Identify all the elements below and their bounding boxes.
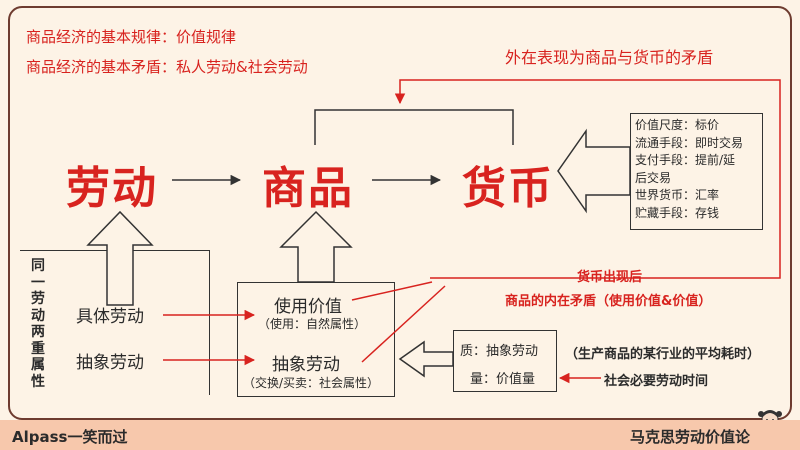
money-function-item: 世界货币：汇率 xyxy=(635,188,720,202)
value-quantity: 量：价值量 xyxy=(470,372,536,387)
vertical-char: 劳 xyxy=(31,291,45,307)
labor-title: 劳动 xyxy=(66,163,158,214)
commodity-title: 商品 xyxy=(262,163,354,214)
use-value-note: （使用：自然属性） xyxy=(258,317,367,331)
use-value-label: 使用价值 xyxy=(274,297,342,317)
commodity-factors-up-arrow xyxy=(279,210,353,283)
internal-contradiction-note: 商品的内在矛盾（使用价值&价值） xyxy=(505,294,712,309)
commodity-abstract-labor-label: 抽象劳动 xyxy=(272,355,340,375)
value-quality: 质：抽象劳动 xyxy=(460,344,539,359)
average-time-note: （生产商品的某行业的平均耗时） xyxy=(565,347,761,362)
abstract-labor-note: （交换/买卖：社会属性） xyxy=(243,376,380,390)
footer-bar: Alpass一笑而过 马克思劳动价值论 xyxy=(0,420,800,450)
money-function-item: 流通手段：即时交易 xyxy=(635,135,744,150)
money-function-item: 后交易 xyxy=(635,170,672,185)
footer-title: 马克思劳动价值论 xyxy=(630,428,751,446)
money-function-item: 价值尺度：标价 xyxy=(635,118,720,132)
value-law-line: 商品经济的基本规律：价值规律 xyxy=(26,28,237,46)
value-contradiction-line xyxy=(361,285,446,363)
abstract-labor-label: 抽象劳动 xyxy=(76,353,144,373)
dual-labor-up-arrow xyxy=(86,210,154,306)
dual-labor-vertical-label: 同 一 劳 动 两 重 属 性 xyxy=(28,258,48,390)
vertical-char: 动 xyxy=(31,307,45,324)
concrete-labor-label: 具体劳动 xyxy=(76,307,144,327)
vertical-char: 两 xyxy=(31,324,45,340)
value-box-left-arrow xyxy=(398,340,454,378)
functions-to-money-arrow xyxy=(557,128,631,214)
money-function-item: 贮藏手段：存钱 xyxy=(635,205,720,220)
vertical-char: 性 xyxy=(31,373,45,390)
vertical-char: 同 xyxy=(31,258,45,274)
diagram-connectors xyxy=(86,79,781,384)
external-contradiction-arrow xyxy=(394,79,781,279)
money-functions-list: 价值尺度：标价 流通手段：即时交易 支付手段：提前/延 后交易 世界货币：汇率 … xyxy=(635,117,743,222)
vertical-char: 一 xyxy=(31,274,45,291)
use-value-contradiction-line xyxy=(351,281,433,301)
basic-contradiction-line: 商品经济的基本矛盾：私人劳动&社会劳动 xyxy=(26,58,308,76)
vertical-char: 重 xyxy=(31,340,45,357)
social-necessary-time-label: 社会必要劳动时间 xyxy=(604,374,709,389)
footer-author: Alpass一笑而过 xyxy=(12,428,128,446)
vertical-char: 属 xyxy=(31,357,45,373)
external-contradiction-note: 外在表现为商品与货币的矛盾 xyxy=(505,48,714,67)
commodity-money-bracket xyxy=(314,109,514,145)
money-function-item: 支付手段：提前/延 xyxy=(635,153,736,167)
money-functions-box: 价值尺度：标价 流通手段：即时交易 支付手段：提前/延 后交易 世界货币：汇率 … xyxy=(630,113,763,230)
money-title: 货币 xyxy=(462,163,554,214)
